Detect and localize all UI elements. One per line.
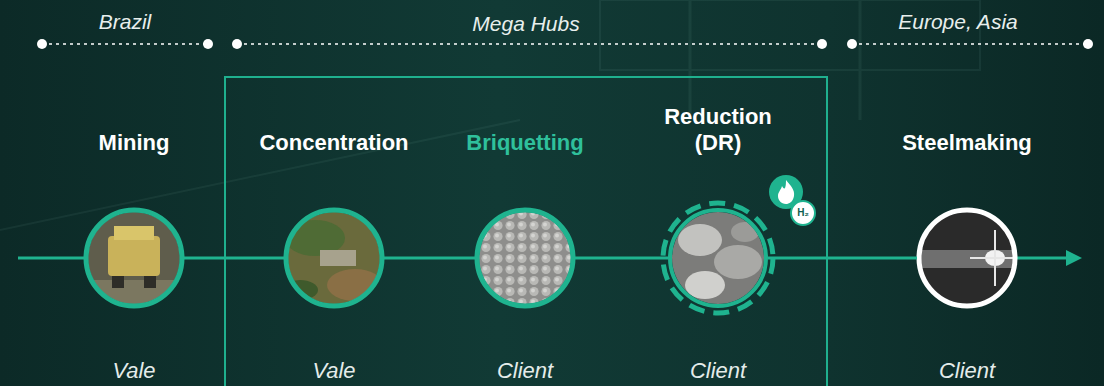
mining-photo bbox=[112, 276, 124, 288]
concentration-photo bbox=[284, 208, 384, 308]
span-dot bbox=[847, 39, 857, 49]
reduced-iron-photo bbox=[663, 203, 773, 313]
steelmaking-stage: SteelmakingClient bbox=[917, 208, 1017, 308]
owner-label: Vale bbox=[112, 358, 155, 384]
steelmaking-photo bbox=[917, 208, 1017, 308]
reduced-iron-photo bbox=[668, 208, 768, 308]
reduced-iron-photo bbox=[685, 271, 725, 299]
owner-label: Client bbox=[497, 358, 553, 384]
flow-connector bbox=[768, 257, 917, 260]
reduced-iron-photo bbox=[663, 203, 773, 313]
steelmaking-photo bbox=[917, 208, 1017, 308]
briquette-photo bbox=[475, 208, 575, 308]
briquette-photo bbox=[475, 208, 575, 308]
background-structure bbox=[0, 0, 980, 230]
reduced-iron-photo bbox=[670, 210, 766, 306]
flow-connector bbox=[384, 257, 475, 260]
reduced-iron-photo bbox=[668, 208, 768, 308]
span-dot bbox=[817, 39, 827, 49]
stage-heading: Concentration bbox=[259, 130, 408, 156]
flow-line-ends bbox=[18, 257, 84, 260]
span-dot bbox=[37, 39, 1093, 49]
owner-label: Vale bbox=[312, 358, 355, 384]
briquette-photo bbox=[477, 210, 573, 306]
reduced-iron-photo bbox=[678, 224, 722, 256]
hub-region: ConcentrationValeBriquettingClientReduct… bbox=[224, 76, 828, 386]
concentration-photo bbox=[282, 208, 384, 308]
arrow-head bbox=[1066, 250, 1082, 266]
reduced-iron-photo bbox=[714, 245, 762, 279]
background-structure bbox=[689, 0, 692, 120]
dotted-span bbox=[237, 43, 822, 45]
reduction-stage: Reduction (DR)Client bbox=[668, 208, 768, 308]
flow-connector bbox=[184, 257, 284, 260]
region-label: Brazil bbox=[99, 9, 152, 35]
mining-photo bbox=[86, 210, 182, 306]
flow-connector bbox=[575, 257, 668, 260]
stage-heading: Mining bbox=[99, 130, 170, 156]
steelmaking-photo bbox=[919, 210, 1015, 306]
span-dot bbox=[203, 39, 213, 49]
dotted-span bbox=[42, 43, 1088, 45]
owner-label: Client bbox=[690, 358, 746, 384]
briquetting-stage: BriquettingClient bbox=[475, 208, 575, 308]
hydrogen-label: H₂ bbox=[797, 207, 809, 219]
region-label: Mega Hubs bbox=[472, 11, 579, 37]
mining-stage: MiningVale bbox=[84, 208, 184, 308]
background-structure bbox=[859, 0, 862, 120]
dotted-span bbox=[42, 43, 208, 45]
stage-heading: Briquetting bbox=[466, 130, 583, 156]
stage-heading: Steelmaking bbox=[902, 130, 1032, 156]
stage-heading: Reduction (DR) bbox=[664, 104, 772, 156]
span-dot bbox=[37, 39, 47, 49]
span-dot bbox=[232, 39, 242, 49]
hydrogen-icon bbox=[791, 201, 815, 225]
mining-photo bbox=[144, 276, 156, 288]
concentration-photo bbox=[286, 210, 382, 306]
mining-photo bbox=[108, 236, 160, 276]
mining-photo bbox=[114, 226, 154, 240]
concentration-stage: ConcentrationVale bbox=[284, 208, 384, 308]
concentration-photo bbox=[320, 250, 356, 266]
concentration-photo bbox=[282, 208, 384, 308]
hydrogen-icon bbox=[778, 180, 794, 204]
background-structure bbox=[0, 120, 520, 230]
mining-photo bbox=[84, 208, 184, 310]
steelmaking-photo bbox=[917, 208, 1017, 308]
steelmaking-photo bbox=[970, 257, 1015, 259]
briquette-photo bbox=[475, 208, 575, 308]
flow-line-ends bbox=[1017, 257, 1070, 260]
owner-label: Client bbox=[939, 358, 995, 384]
region-label: Europe, Asia bbox=[898, 9, 1017, 35]
span-dot bbox=[1083, 39, 1093, 49]
mining-photo bbox=[84, 208, 184, 310]
hydrogen-icon bbox=[769, 175, 815, 225]
steelmaking-photo bbox=[917, 250, 1017, 268]
dotted-span bbox=[852, 43, 1088, 45]
